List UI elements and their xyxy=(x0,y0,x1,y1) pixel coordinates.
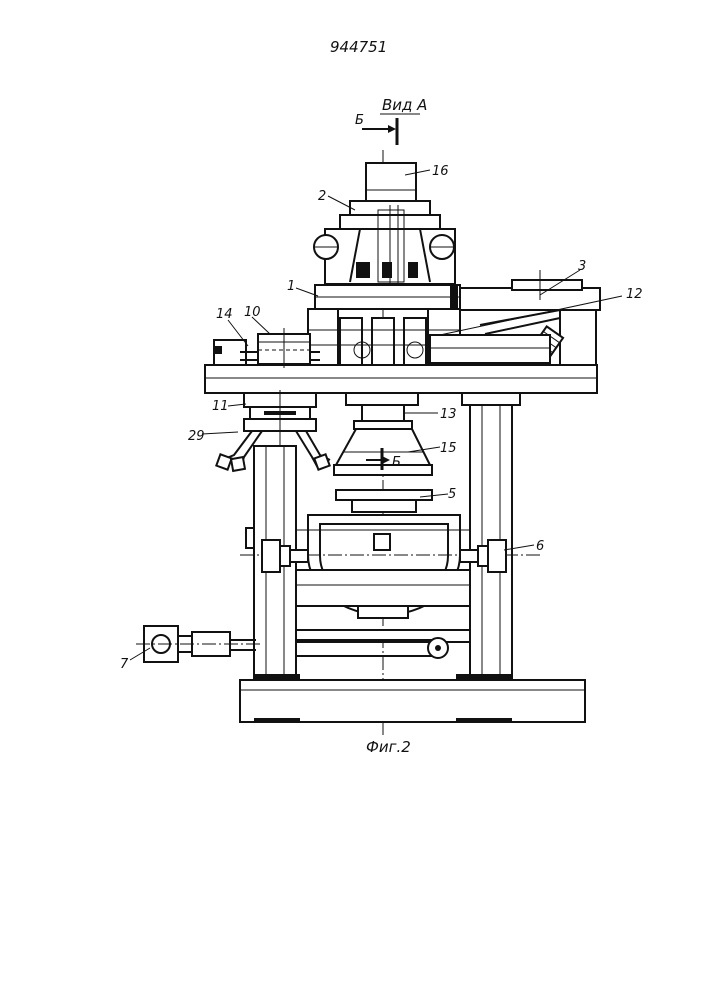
belt-drive xyxy=(296,638,448,658)
label-14: 14 xyxy=(216,307,233,322)
motor-16 xyxy=(366,163,416,201)
label-2: 2 xyxy=(318,189,326,204)
patent-number: 944751 xyxy=(330,38,387,56)
main-frame-plate xyxy=(205,365,597,393)
upper-plate-1 xyxy=(315,285,460,309)
platen-5 xyxy=(336,490,432,512)
lower-support-frame xyxy=(296,570,470,642)
label-5: 5 xyxy=(448,487,456,502)
view-label: Вид А xyxy=(382,96,427,114)
label-29: 29 xyxy=(188,429,205,444)
label-6: 6 xyxy=(536,539,544,554)
section-label-top: Б xyxy=(355,113,364,128)
label-15: 15 xyxy=(440,441,457,456)
label-10: 10 xyxy=(244,305,261,320)
label-16: 16 xyxy=(432,164,449,179)
figure-caption: Фиг.2 xyxy=(366,738,411,756)
label-1: 1 xyxy=(287,279,295,294)
label-13: 13 xyxy=(440,407,457,422)
shaft-12 xyxy=(430,335,550,363)
leader-29 xyxy=(202,432,238,434)
label-3: 3 xyxy=(578,259,586,274)
label-11: 11 xyxy=(212,399,229,414)
section-label-lower: Б xyxy=(392,455,401,470)
spindle-13 xyxy=(346,393,418,429)
section-arrow-head-top xyxy=(388,125,396,133)
base xyxy=(240,674,585,722)
label-12: 12 xyxy=(626,287,643,302)
gear-10 xyxy=(258,328,310,368)
label-7: 7 xyxy=(120,657,129,672)
